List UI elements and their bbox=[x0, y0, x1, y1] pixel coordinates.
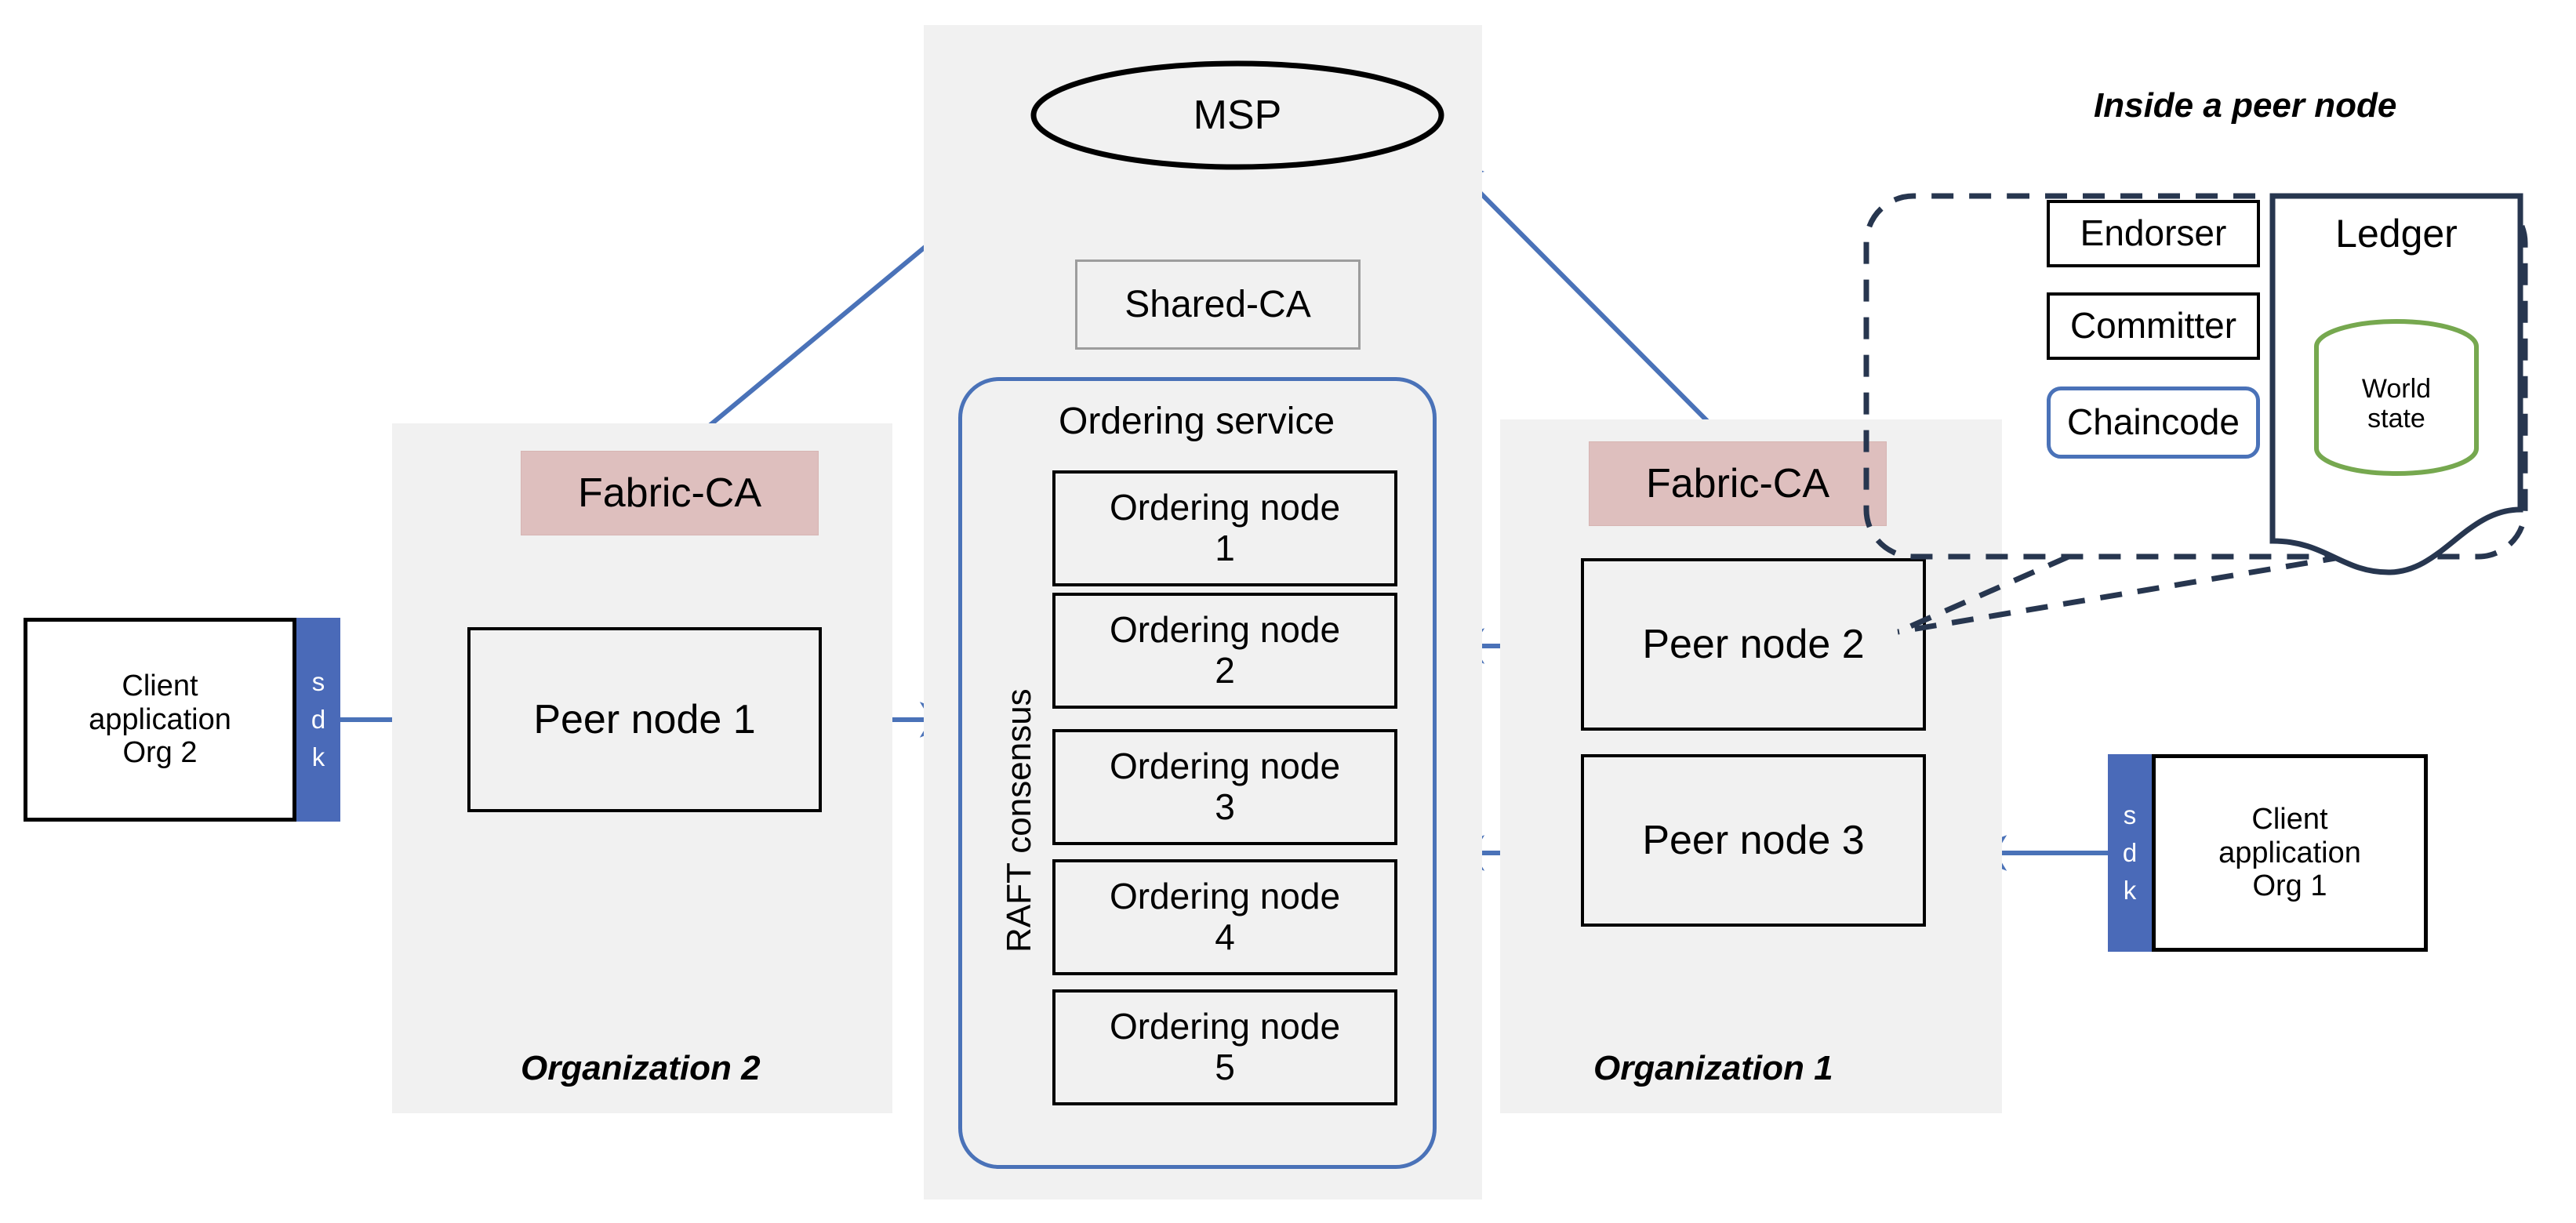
ordering-node-5[interactable]: Ordering node 5 bbox=[1052, 989, 1397, 1105]
world-state-line2: state bbox=[2367, 404, 2425, 434]
organization-2-label: Organization 2 bbox=[521, 1049, 761, 1087]
ordering-node-2-title: Ordering node bbox=[1109, 609, 1341, 651]
ordering-service-label: Ordering service bbox=[1059, 401, 1335, 442]
ordering-node-3-number: 3 bbox=[1215, 786, 1235, 827]
shared-ca-label: Shared-CA bbox=[1125, 283, 1311, 325]
ordering-node-4[interactable]: Ordering node 4 bbox=[1052, 859, 1397, 975]
ordering-node-3[interactable]: Ordering node 3 bbox=[1052, 729, 1397, 845]
client-org2-line1: Client bbox=[122, 670, 198, 703]
fabric-ca-org2[interactable]: Fabric-CA bbox=[521, 451, 819, 535]
client-application-org2[interactable]: Client application Org 2 bbox=[24, 618, 296, 822]
inside-peer-node-title: Inside a peer node bbox=[2094, 86, 2397, 125]
peer-node-3[interactable]: Peer node 3 bbox=[1581, 754, 1926, 927]
committer-label: Committer bbox=[2069, 305, 2237, 347]
peer-node-2[interactable]: Peer node 2 bbox=[1581, 558, 1926, 731]
world-state-line1: World bbox=[2361, 373, 2432, 404]
ordering-node-4-title: Ordering node bbox=[1109, 876, 1341, 917]
client-org1-line2: application bbox=[2218, 836, 2361, 869]
msp-label: MSP bbox=[1193, 92, 1282, 138]
client-org2-line3: Org 2 bbox=[122, 736, 198, 770]
ordering-node-4-number: 4 bbox=[1215, 916, 1235, 957]
peer-node-1[interactable]: Peer node 1 bbox=[467, 627, 822, 812]
shared-ca-box[interactable]: Shared-CA bbox=[1075, 259, 1361, 350]
client-org1-line1: Client bbox=[2251, 803, 2328, 837]
fabric-ca-org1-label: Fabric-CA bbox=[1645, 460, 1830, 506]
ordering-node-1-number: 1 bbox=[1215, 528, 1235, 568]
peer-node-1-label: Peer node 1 bbox=[533, 696, 756, 742]
fabric-ca-org1[interactable]: Fabric-CA bbox=[1589, 441, 1887, 526]
fabric-ca-org2-label: Fabric-CA bbox=[577, 470, 762, 516]
chaincode-label: Chaincode bbox=[2067, 401, 2240, 443]
ordering-node-5-number: 5 bbox=[1215, 1047, 1235, 1087]
peer-node-2-label: Peer node 2 bbox=[1642, 621, 1865, 667]
endorser-box[interactable]: Endorser bbox=[2047, 200, 2260, 267]
ordering-node-3-title: Ordering node bbox=[1109, 746, 1341, 787]
client-org2-line2: application bbox=[89, 702, 231, 736]
chaincode-box[interactable]: Chaincode bbox=[2047, 386, 2260, 459]
ordering-node-1-title: Ordering node bbox=[1109, 487, 1341, 528]
raft-consensus-label: RAFT consensus bbox=[1000, 688, 1038, 953]
ordering-node-1[interactable]: Ordering node 1 bbox=[1052, 470, 1397, 586]
ordering-node-2[interactable]: Ordering node 2 bbox=[1052, 593, 1397, 709]
client-org1-line3: Org 1 bbox=[2252, 869, 2327, 903]
ordering-node-2-number: 2 bbox=[1215, 650, 1235, 691]
ordering-node-5-title: Ordering node bbox=[1109, 1006, 1341, 1047]
client-application-org1[interactable]: Client application Org 1 bbox=[2152, 754, 2428, 952]
ledger-label: Ledger bbox=[2335, 212, 2458, 256]
committer-box[interactable]: Committer bbox=[2047, 292, 2260, 360]
peer-node-3-label: Peer node 3 bbox=[1642, 817, 1865, 863]
organization-1-label: Organization 1 bbox=[1593, 1049, 1833, 1087]
endorser-label: Endorser bbox=[2080, 212, 2227, 254]
world-state-label: World state bbox=[2316, 357, 2476, 451]
